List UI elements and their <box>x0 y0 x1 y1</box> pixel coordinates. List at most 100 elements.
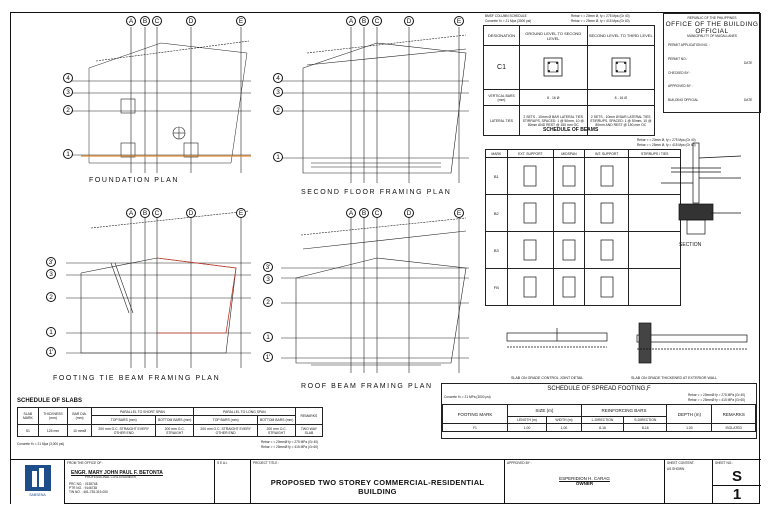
grid-bubble-b: B <box>140 16 150 26</box>
grid-bubble-3: 3 <box>63 87 73 97</box>
beams-note-1: Rebar < = 20mm Ø, fy = 275 Mpa (Gr 40) <box>637 138 696 142</box>
slab-header-long: PARALLEL TO LONG SPAN <box>192 407 296 416</box>
footing-header-bars: REINFORCING BARS <box>580 404 668 417</box>
sheet-content-cell: SHEET CONTENT: AS SHOWN <box>665 460 713 504</box>
grid-bubble-c: C <box>372 208 382 218</box>
grid-bubble-1-prime: 1' <box>46 347 56 357</box>
grid-bubble-1: 1 <box>263 332 273 342</box>
footing-title: SCHEDULE OF SPREAD FOOTING,F <box>547 386 651 392</box>
footing-header-mark: FOOTING MARK <box>442 404 508 424</box>
beam-section <box>583 231 630 269</box>
column-schedule-table: DESIGNATION GROUND LEVEL TO SECOND LEVEL… <box>483 25 655 136</box>
column-schedule-title: BMSF COLUMN SCHEDULE <box>485 14 527 18</box>
slab-sub-bottom-short: BOTTOM BARS (mm) <box>155 415 194 425</box>
framing-plans-drawing <box>66 27 469 373</box>
sheet-letter: S <box>731 467 742 485</box>
slab-cell: 10 mmØ <box>67 424 92 437</box>
beam-mark-fb: FB <box>485 268 508 306</box>
footing-header-size: SIZE (m) <box>506 404 582 417</box>
footing-cell: ISOLATED <box>711 423 756 432</box>
slab-sub-top-long: TOP BARS (mm) <box>192 415 259 425</box>
slabs-note-rebar-1: Rebar < = 20mmØ fy = 275 MPa (Gr 40) <box>261 440 319 444</box>
beam-header-int: INT. SUPPORT <box>583 149 630 158</box>
row-vertical-bars: VERTICAL BARS (mm) <box>483 89 520 106</box>
approval-permit-no: PERMIT NO.: <box>668 57 688 62</box>
beam-section <box>506 231 555 269</box>
engineer-cell: FROM THE OFFICE OF : ENGR. MARY JOHN PAU… <box>65 460 215 504</box>
sheet-content-label: SHEET CONTENT: <box>667 461 695 465</box>
project-name: PROPOSED TWO STOREY COMMERCIAL-RESIDENTI… <box>270 477 485 496</box>
engineer-tin: TIN NO. : 461-735-319-000 <box>69 489 108 494</box>
grid-bubble-1: 1 <box>273 152 283 162</box>
project-title-label: PROJECT TITLE : <box>253 461 280 465</box>
grid-bubble-1-prime: 1' <box>263 352 273 362</box>
beam-section <box>583 194 630 232</box>
grid-bubble-2: 2 <box>63 105 73 115</box>
building-logo-icon <box>31 468 44 487</box>
slabs-title: SCHEDULE OF SLABS <box>17 398 83 404</box>
grid-bubble-2: 2 <box>263 297 273 307</box>
drawing-sheet: FOUNDATION PLAN SECOND FLOOR FRAMING PLA… <box>10 12 761 504</box>
footing-schedule: SCHEDULE OF SPREAD FOOTING,F Concrete f'… <box>441 383 757 439</box>
approval-date-2: DATE <box>744 98 753 102</box>
plan-title-second-floor: SECOND FLOOR FRAMING PLAN <box>301 189 452 196</box>
column-mark: C1 <box>483 45 520 90</box>
grid-bubble-1: 1 <box>63 149 73 159</box>
slab-cell: 200 mm O.C. STRAIGHT <box>155 424 194 437</box>
grid-bubble-3-prime: 3' <box>46 257 56 267</box>
grid-bubble-e: E <box>236 16 246 26</box>
approval-place: MUNICIPALITY OF MAGALLANES <box>687 33 737 38</box>
seal-cell: S E A L <box>215 460 251 504</box>
row-lateral-ties: LATERAL TIES <box>483 105 520 136</box>
approval-permit-app: PERMIT APPLICATION NO. : <box>668 43 710 48</box>
footing-table: FOOTING MARK SIZE (m) REINFORCING BARS D… <box>442 404 756 432</box>
beams-note-2: Rebar > = 25mm Ø, fy = 415 Mpa (Gr 60) <box>637 143 696 147</box>
from-office-label: FROM THE OFFICE OF : <box>67 461 104 465</box>
beam-section <box>506 194 555 232</box>
column-section-ground <box>519 45 588 90</box>
slabs-note-rebar-2: Rebar > = 25mmØ fy = 415 MPa (Gr 60) <box>261 445 319 449</box>
grid-bubble-3: 3 <box>273 87 283 97</box>
beam-mark-b2: B2 <box>485 194 508 232</box>
column-section-second <box>586 45 655 90</box>
slab-cell: 125 mm <box>37 424 69 437</box>
slab-details-drawing <box>506 322 748 364</box>
plan-title-roof-beam: ROOF BEAM FRAMING PLAN <box>301 383 433 390</box>
slab-cell: TWO WAY SLAB <box>294 424 324 437</box>
grid-bubble-2: 2 <box>273 105 283 115</box>
company-logo <box>24 465 51 491</box>
footing-header-remarks: REMARKS <box>711 404 756 424</box>
approval-office-2: OFFICIAL <box>695 27 729 35</box>
slab-cell: 200 mm O.C. STRAIGHT EVERY OTHER END <box>90 424 157 437</box>
column-schedule-rebar-2: Rebar > = 25mm Ø, fy = 415 Mpa (Gr 60) <box>571 19 630 23</box>
footing-cell: 8-16 <box>623 423 668 432</box>
owner-name: ESPERIDION H. CARAG <box>559 475 610 481</box>
engineer-prc: PRC NO. : 0138748 <box>69 482 98 487</box>
approval-official: BUILDING OFFICIAL <box>668 98 699 103</box>
approval-block: REPUBLIC OF THE PHILIPPINES OFFICE OF TH… <box>663 13 761 113</box>
approval-office-1: OFFICE OF THE BUILDING <box>665 20 759 28</box>
slab-header-remarks: REMARKS <box>294 407 324 425</box>
ties-ground: 2 SETS - 10mm Ø BAR LATERAL TIES STIRRUP… <box>519 105 588 136</box>
beam-section <box>553 268 585 306</box>
beam-section <box>553 231 585 269</box>
beam-mark-b1: B1 <box>485 157 508 195</box>
grid-bubble-b: B <box>140 208 150 218</box>
col-header-ground: GROUND LEVEL TO SECOND LEVEL <box>519 25 588 46</box>
detail-label-left: SLAB ON GRADE CONTROL JOINT DETAIL <box>511 376 584 380</box>
plan-title-foundation: FOUNDATION PLAN <box>89 177 179 184</box>
footing-cell: 1.00 <box>546 423 582 432</box>
logo-text: SABSENA <box>29 493 46 497</box>
grid-bubble-c: C <box>152 208 162 218</box>
footing-sub-s: S-DIRECTION <box>623 416 668 424</box>
grid-bubble-3: 3 <box>46 269 56 279</box>
title-block: SABSENA FROM THE OFFICE OF : ENGR. MARY … <box>11 459 761 504</box>
approval-checked: CHECKED BY : <box>668 70 691 75</box>
grid-bubble-d: D <box>186 208 196 218</box>
grid-bubble-c: C <box>152 16 162 26</box>
footing-cell: 1.00 <box>666 423 713 432</box>
beam-header-mark: MARK <box>485 149 508 158</box>
wall-section-drawing <box>661 142 742 235</box>
grid-bubble-d: D <box>186 16 196 26</box>
slab-header-short: PARALLEL TO SHORT SPAN <box>90 407 194 416</box>
